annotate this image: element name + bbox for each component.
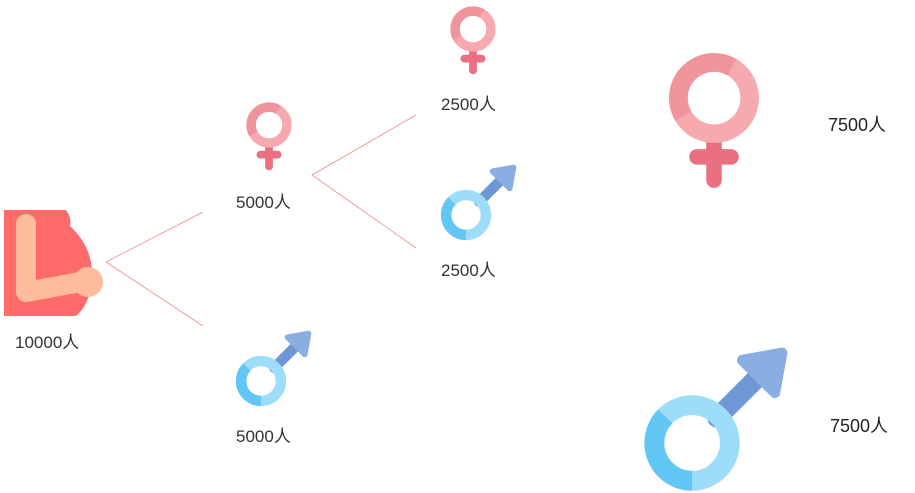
level1-male-count-label: 5000人 [236, 427, 291, 446]
connector-female-female [311, 114, 417, 176]
male-symbol-icon [241, 334, 308, 401]
female-symbol-icon [455, 11, 491, 74]
level2-female-count-label: 2500人 [441, 95, 496, 114]
connector-female-male [311, 174, 417, 249]
connector-lines [105, 114, 417, 327]
connector-root-female [105, 211, 204, 263]
female-symbol-icon [251, 107, 287, 170]
level2-male-count-label: 2500人 [441, 261, 496, 280]
male-symbol-icon [446, 168, 513, 235]
pregnant-person-icon [4, 210, 103, 316]
total-male-count-label: 7500人 [830, 416, 889, 436]
level1-female-count-label: 5000人 [236, 193, 291, 212]
female-symbol-icon [678, 62, 749, 188]
total-female-count-label: 7500人 [828, 115, 887, 135]
male-symbol-icon [654, 353, 782, 481]
connector-root-male [105, 261, 204, 327]
root-count-label: 10000人 [15, 333, 80, 352]
